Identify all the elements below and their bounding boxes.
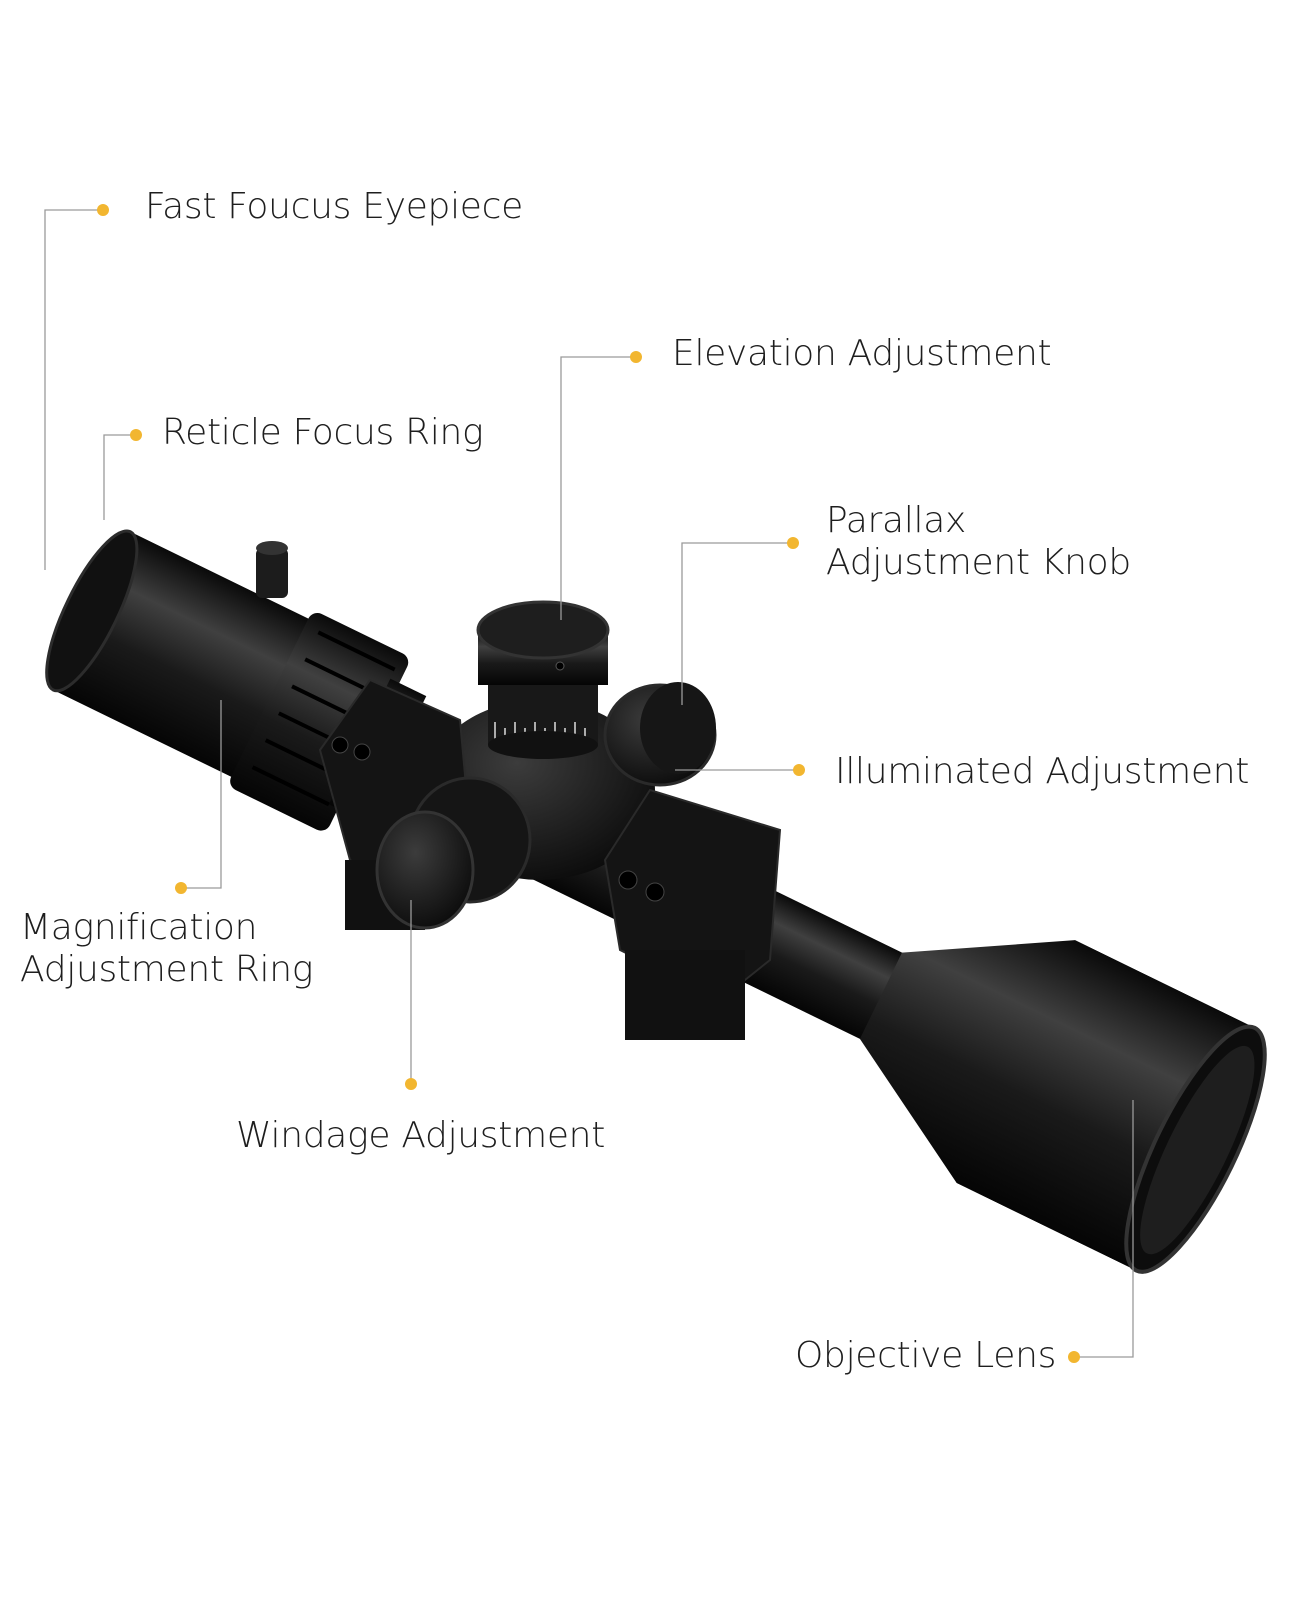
dot-elevation (630, 351, 642, 363)
label-illuminated-adjustment: Illuminated Adjustment (835, 751, 1250, 792)
dot-parallax (787, 537, 799, 549)
parallax-knob (603, 682, 717, 787)
leader-lines (44, 209, 1134, 1358)
elevation-turret (476, 600, 610, 759)
label-parallax-line1: Parallax (826, 500, 966, 541)
dot-illuminated (793, 764, 805, 776)
label-magnification-ring: Magnification Adjustment Ring (20, 907, 313, 991)
label-reticle-focus-ring: Reticle Focus Ring (162, 412, 484, 453)
label-parallax-line2: Adjustment Knob (826, 542, 1131, 583)
label-windage-adjustment: Windage Adjustment (236, 1115, 606, 1156)
eyepiece-end (45, 529, 139, 693)
label-parallax-knob: Parallax Adjustment Knob (826, 500, 1131, 584)
illumination-knob-top (256, 541, 288, 598)
label-magnification-line2: Adjustment Ring (20, 949, 314, 990)
label-dots (97, 204, 1080, 1363)
dot-magnification (175, 882, 187, 894)
dot-eyepiece (97, 204, 109, 216)
scope-ring-front (603, 788, 782, 1040)
label-elevation-adjustment: Elevation Adjustment (672, 333, 1052, 374)
windage-turret (375, 776, 532, 930)
dot-windage (405, 1078, 417, 1090)
label-magnification-line1: Magnification (20, 907, 258, 948)
label-eyepiece: Fast Foucus Eyepiece (145, 186, 523, 227)
dot-reticle (130, 429, 142, 441)
dot-objective (1068, 1351, 1080, 1363)
label-objective-lens: Objective Lens (795, 1335, 1057, 1376)
